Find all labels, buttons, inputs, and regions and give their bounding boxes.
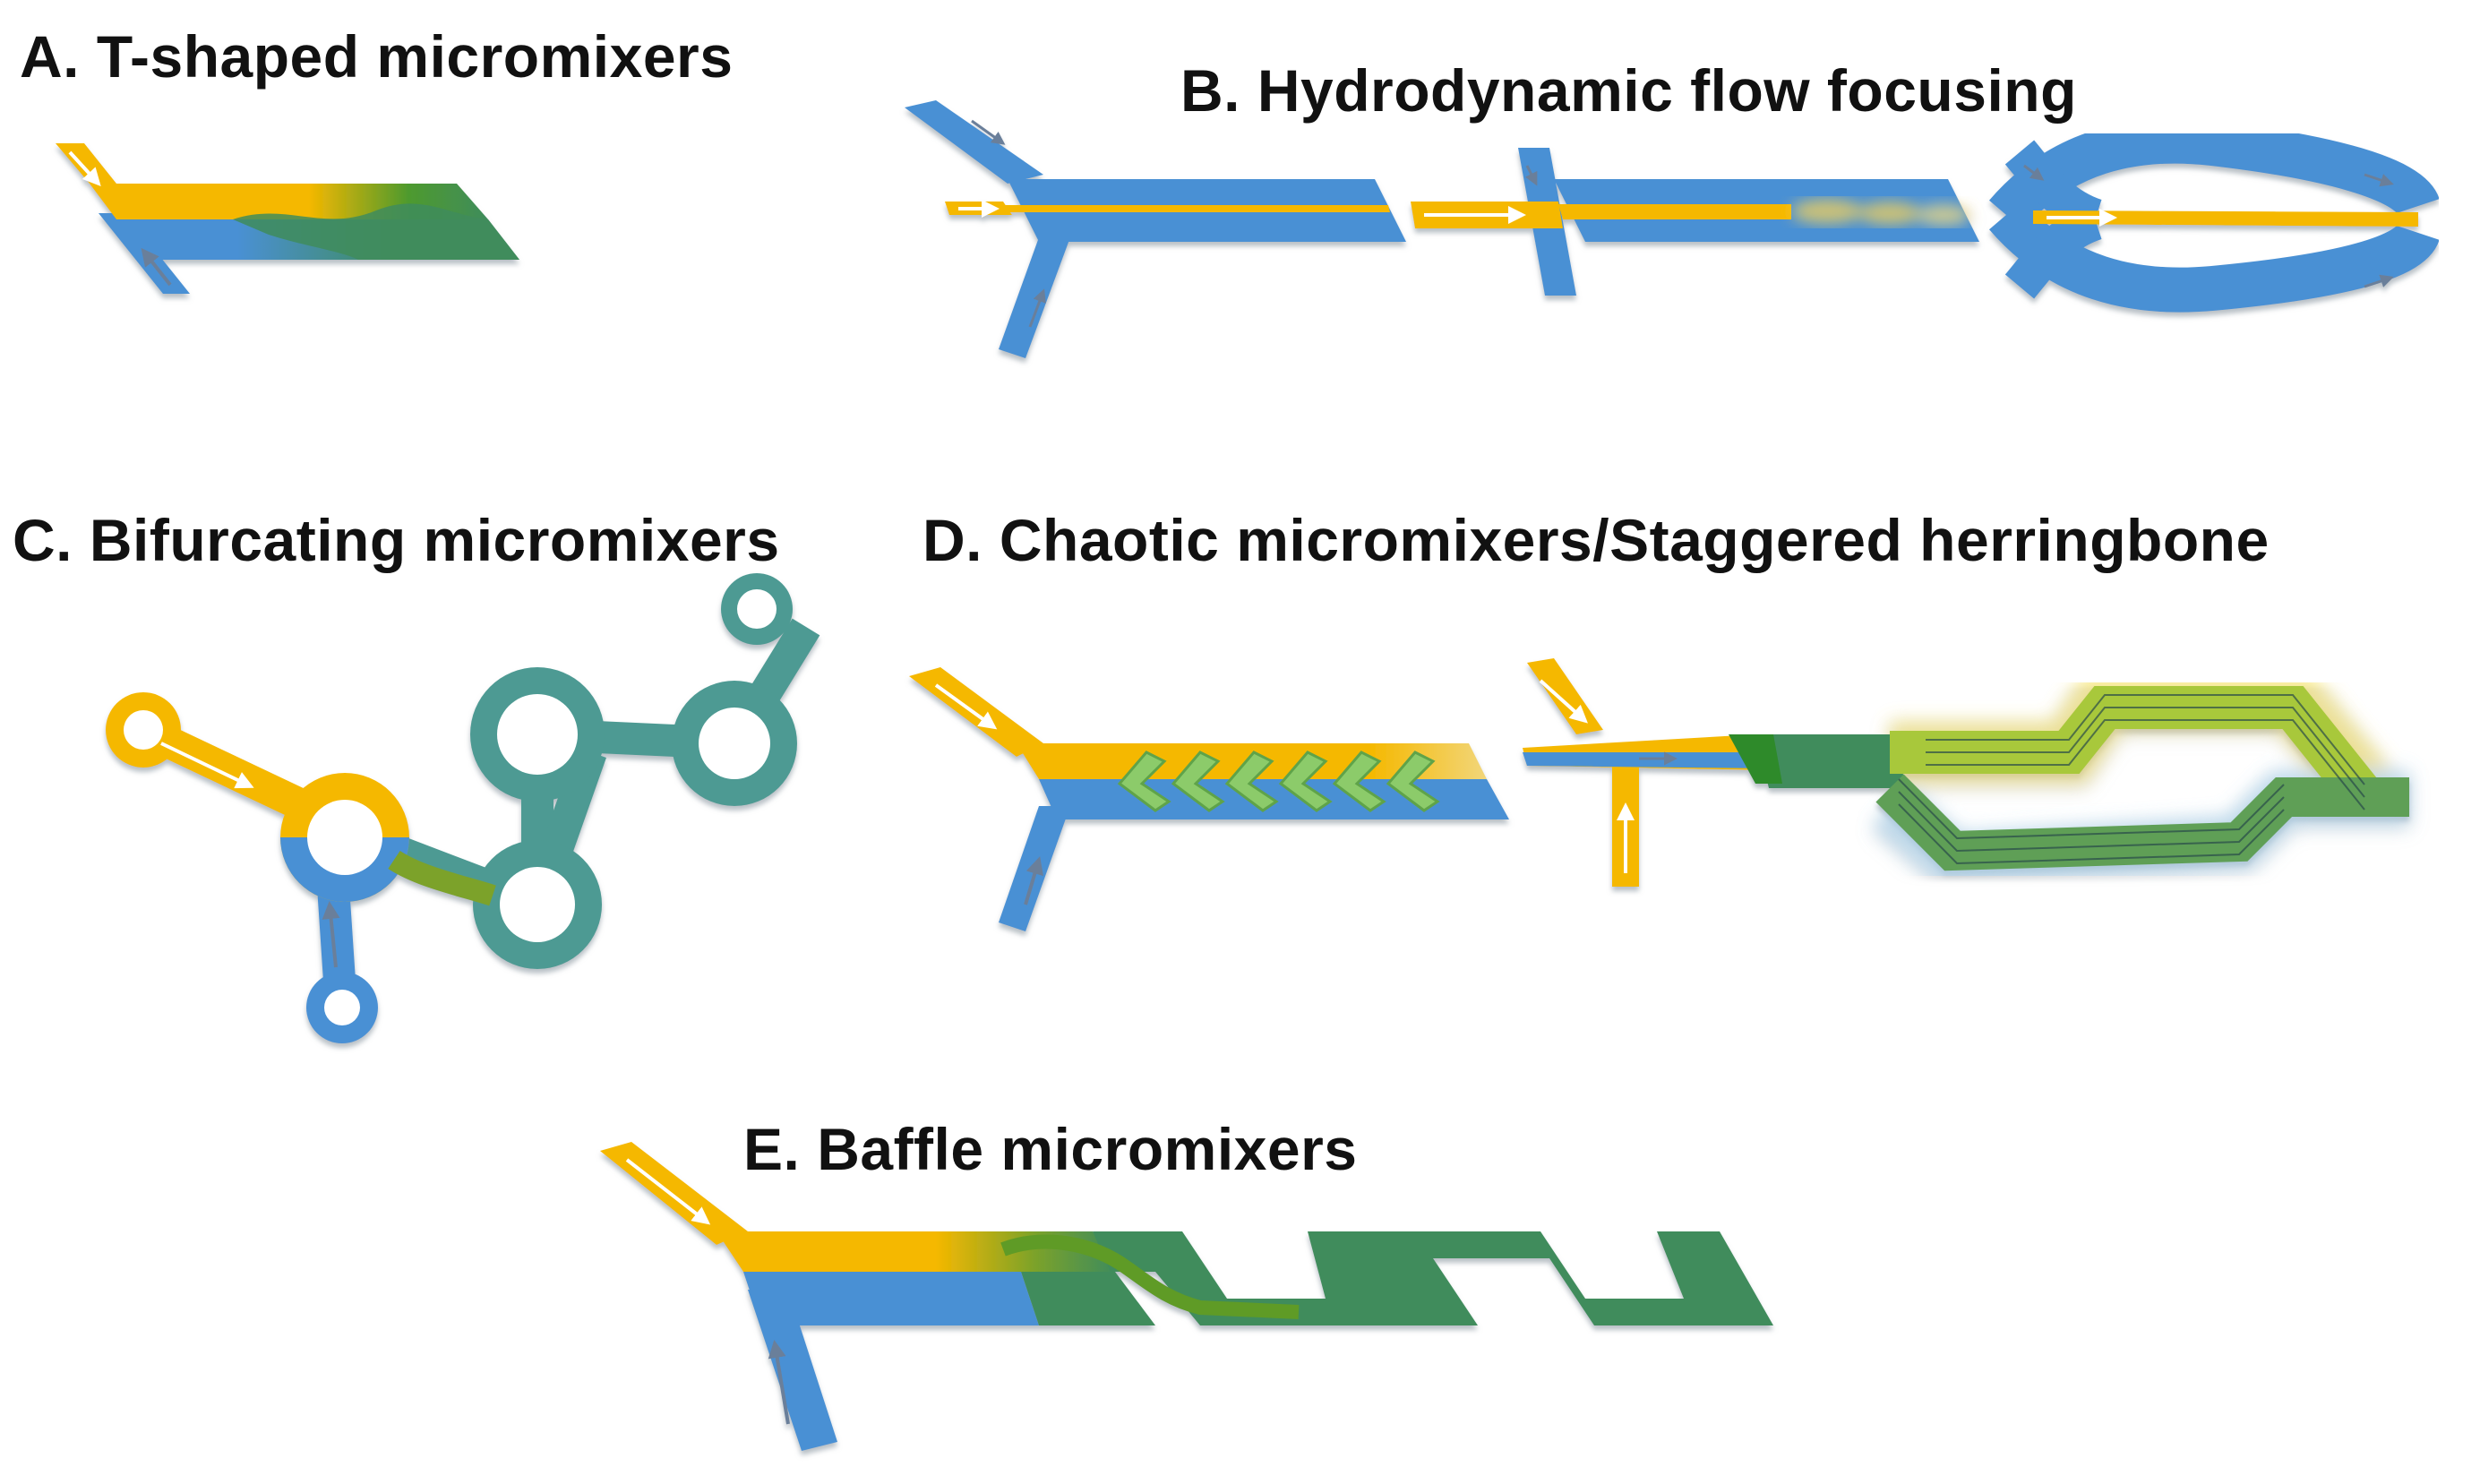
flow-focusing-3: [1989, 118, 2440, 313]
flow-focusing-1: [905, 100, 1406, 358]
panel-c-title: C. Bifurcating micromixers: [13, 507, 780, 573]
baffle-micromixer: [600, 1142, 1773, 1451]
herringbone-micromixer-2: [1523, 658, 2409, 888]
panel-d-title: D. Chaotic micromixers/Staggered herring…: [922, 507, 2270, 573]
bifurcating-micromixer: [106, 573, 820, 1043]
t-shaped-micromixer: [56, 143, 519, 294]
panel-a-title: A. T-shaped micromixers: [20, 23, 734, 90]
panel-e-title: E. Baffle micromixers: [743, 1116, 1358, 1182]
flow-focusing-2: [1411, 148, 1979, 296]
panel-b-title: B. Hydrodynamic flow focusing: [1180, 57, 2077, 124]
herringbone-micromixer-1: [909, 667, 1509, 931]
